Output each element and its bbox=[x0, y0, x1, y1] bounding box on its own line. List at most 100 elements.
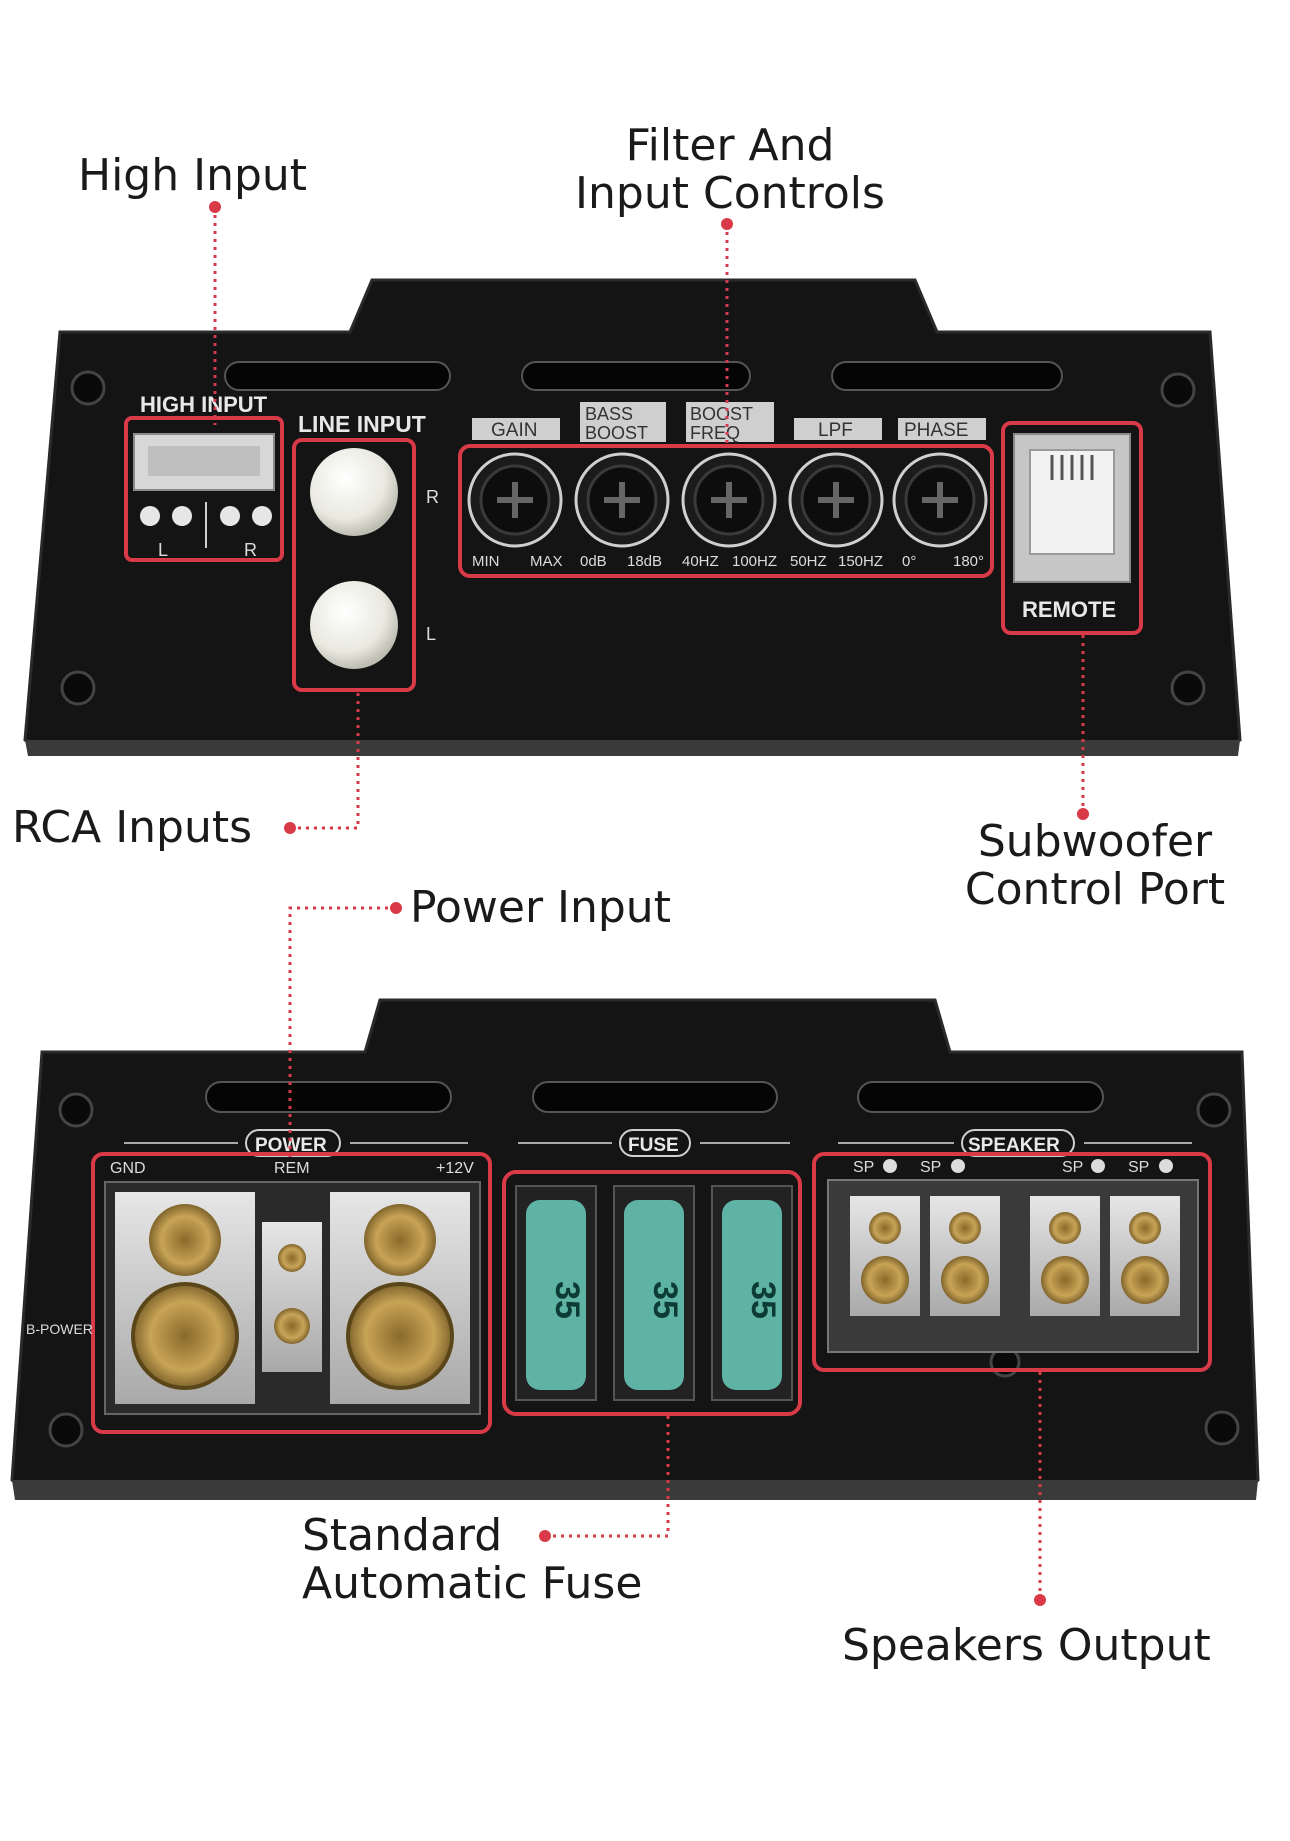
screw-icon bbox=[48, 1412, 84, 1448]
rca-input-box bbox=[292, 438, 416, 692]
gnd-label: GND bbox=[110, 1160, 146, 1177]
filter-controls-box bbox=[458, 444, 994, 578]
remote-port-box bbox=[1001, 421, 1143, 635]
callout-speakers-output: Speakers Output bbox=[842, 1620, 1211, 1671]
top-vent-3 bbox=[831, 361, 1063, 391]
rca-right-label: R bbox=[426, 487, 439, 507]
leader-dot-icon bbox=[390, 902, 402, 914]
leader-standard-fuse bbox=[545, 1416, 670, 1538]
top-amplifier-panel: HIGH INPUT L R LINE INPUT R L GAIN BASS … bbox=[23, 278, 1242, 756]
minus-icon bbox=[1159, 1159, 1173, 1173]
leader-dot-icon bbox=[721, 218, 733, 230]
callout-subwoofer-port: Subwoofer Control Port bbox=[930, 818, 1260, 914]
screw-icon bbox=[1170, 670, 1206, 706]
speaker-terminal-2[interactable] bbox=[930, 1196, 1000, 1316]
plus-icon bbox=[883, 1159, 897, 1173]
boost-freq-knob[interactable] bbox=[681, 452, 777, 548]
screw-icon bbox=[1160, 372, 1196, 408]
knob-label-chips: GAIN BASS BOOST BOOST FREQ LPF PHASE bbox=[472, 402, 986, 443]
knob-bass-label-2: BOOST bbox=[585, 423, 648, 443]
fuse-1[interactable]: 35 bbox=[515, 1185, 597, 1401]
remote-label: REMOTE bbox=[1022, 597, 1116, 622]
leader-dots bbox=[209, 201, 1089, 1606]
high-input-box bbox=[124, 416, 284, 562]
fuse-2[interactable]: 35 bbox=[613, 1185, 695, 1401]
screw-icon bbox=[58, 1092, 94, 1128]
phase-min: 0° bbox=[902, 553, 916, 570]
gnd-terminal[interactable] bbox=[115, 1192, 255, 1404]
callout-fuse-line1: Standard bbox=[302, 1510, 503, 1561]
rem-terminal[interactable] bbox=[262, 1222, 322, 1372]
bass-boost-knob[interactable] bbox=[574, 452, 670, 548]
plus12v-label: +12V bbox=[436, 1160, 474, 1177]
gnd-socket-icon bbox=[131, 1282, 239, 1390]
fuse-box bbox=[502, 1170, 802, 1416]
leader-dot-icon bbox=[209, 201, 221, 213]
rem-label: REM bbox=[274, 1160, 310, 1177]
bass-max: 18dB bbox=[627, 553, 662, 570]
callout-power-input: Power Input bbox=[410, 882, 671, 933]
phase-max: 180° bbox=[953, 553, 984, 570]
plus12v-screw-icon bbox=[364, 1204, 436, 1276]
fuse-2-rating: 35 bbox=[646, 1281, 684, 1319]
fuse-3-rating: 35 bbox=[744, 1281, 782, 1319]
freq-min: 40HZ bbox=[682, 553, 719, 570]
callout-rca-inputs: RCA Inputs bbox=[12, 802, 253, 853]
sp-label-3: SP bbox=[1062, 1159, 1083, 1176]
fuse-3[interactable]: 35 bbox=[711, 1185, 793, 1401]
rca-left-jack[interactable] bbox=[310, 581, 398, 669]
line-input-label: LINE INPUT bbox=[298, 411, 426, 437]
top-panel-lip bbox=[25, 740, 1240, 756]
speaker-label: SPEAKER bbox=[968, 1135, 1060, 1156]
leader-dot-icon bbox=[284, 822, 296, 834]
callout-high-input: High Input bbox=[78, 150, 308, 201]
leader-dot-icon bbox=[1077, 808, 1089, 820]
gnd-screw-icon bbox=[149, 1204, 221, 1276]
top-screws bbox=[60, 370, 1206, 706]
callout-sub-line1: Subwoofer bbox=[977, 816, 1213, 867]
bass-min: 0dB bbox=[580, 553, 607, 570]
knob-gain-label: GAIN bbox=[491, 420, 537, 441]
speaker-terminal-4[interactable] bbox=[1110, 1196, 1180, 1316]
power-label: POWER bbox=[255, 1135, 327, 1156]
plus12v-terminal[interactable] bbox=[330, 1192, 470, 1404]
lpf-min: 50HZ bbox=[790, 553, 827, 570]
knob-freq-label-2: FREQ bbox=[690, 423, 740, 443]
plus12v-socket-icon bbox=[346, 1282, 454, 1390]
gain-min: MIN bbox=[472, 553, 500, 570]
screw-icon bbox=[1204, 1410, 1240, 1446]
knob-scale-labels: MIN MAX 0dB 18dB 40HZ 100HZ 50HZ 150HZ 0… bbox=[472, 553, 984, 570]
top-vent-2 bbox=[521, 361, 751, 391]
callout-filter-line2: Input Controls bbox=[575, 168, 885, 219]
gain-knob[interactable] bbox=[467, 452, 563, 548]
screw-icon bbox=[70, 370, 106, 406]
high-input-label: HIGH INPUT bbox=[140, 392, 268, 417]
bottom-vent-1 bbox=[205, 1081, 452, 1113]
rem-socket-icon bbox=[274, 1308, 310, 1344]
leader-lines bbox=[213, 207, 1085, 1600]
bottom-vent-3 bbox=[857, 1081, 1104, 1113]
sp-label-4: SP bbox=[1128, 1159, 1149, 1176]
bottom-amplifier-panel: POWER FUSE SPEAKER GND REM +12V B-POWER bbox=[10, 998, 1260, 1500]
knob-bass-label-1: BASS bbox=[585, 404, 633, 424]
speaker-terminal-1[interactable] bbox=[850, 1196, 920, 1316]
b-power-label: B-POWER bbox=[26, 1321, 93, 1337]
callout-fuse-line2: Automatic Fuse bbox=[302, 1558, 643, 1609]
callout-filter-controls: Filter And Input Controls bbox=[540, 122, 920, 218]
knob-lpf-label: LPF bbox=[818, 420, 853, 441]
gain-max: MAX bbox=[530, 553, 563, 570]
lpf-max: 150HZ bbox=[838, 553, 883, 570]
fuse-1-rating: 35 bbox=[548, 1281, 586, 1319]
speaker-terminal-3[interactable] bbox=[1030, 1196, 1100, 1316]
speaker-output-box bbox=[812, 1152, 1212, 1372]
rca-right-jack[interactable] bbox=[310, 448, 398, 536]
high-input-left: L bbox=[158, 540, 168, 560]
knob-freq-label-1: BOOST bbox=[690, 404, 753, 424]
knobs bbox=[467, 452, 988, 548]
knob-phase-label: PHASE bbox=[904, 420, 968, 441]
leader-dot-icon bbox=[539, 1530, 551, 1542]
rem-screw-icon bbox=[278, 1244, 306, 1272]
phase-knob[interactable] bbox=[892, 452, 988, 548]
lpf-knob[interactable] bbox=[788, 452, 884, 548]
